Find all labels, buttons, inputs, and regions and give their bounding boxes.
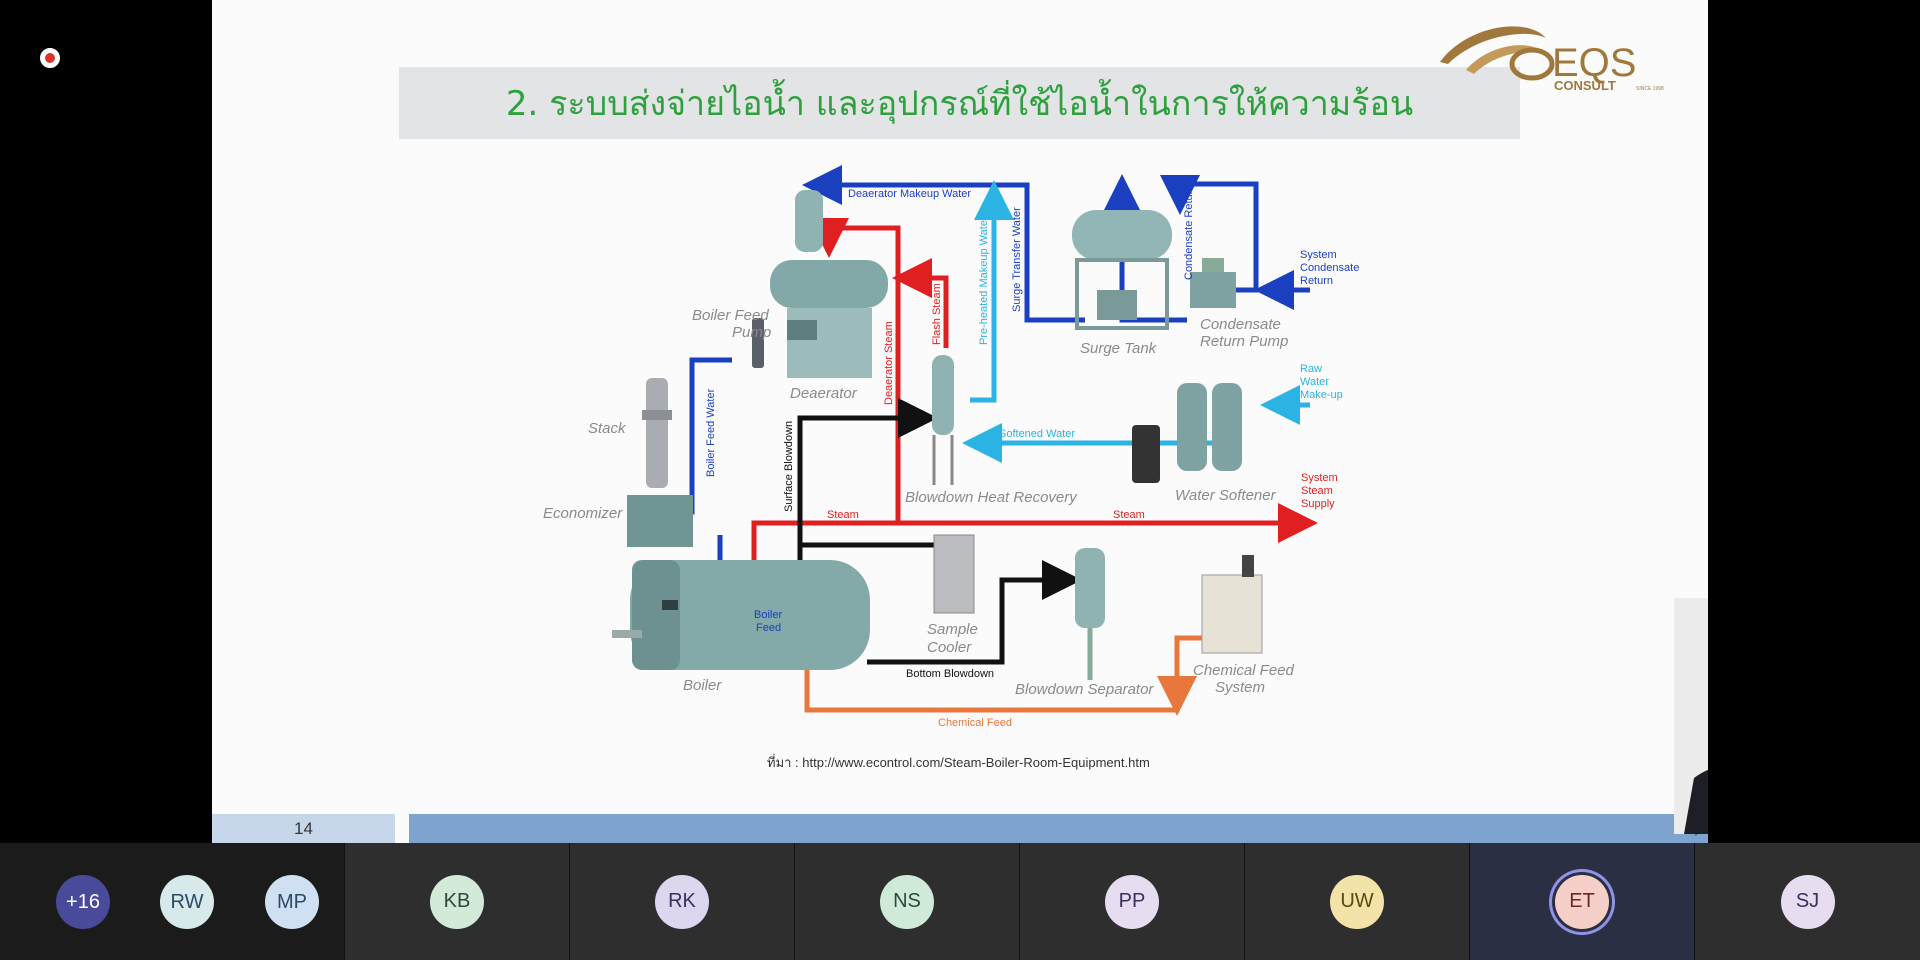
slide-source-citation: ที่มา : http://www.econtrol.com/Steam-Bo… xyxy=(767,755,1150,770)
shared-slide: 2. ระบบส่งจ่ายไอน้ำ และอุปกรณ์ที่ใช้ไอน้… xyxy=(212,0,1708,843)
svg-text:Boiler Feed Water: Boiler Feed Water xyxy=(705,388,717,477)
avatar-initials: +16 xyxy=(66,890,100,913)
svg-text:CONSULT: CONSULT xyxy=(1554,78,1616,93)
svg-text:Chemical Feed: Chemical Feed xyxy=(1193,662,1295,679)
recording-indicator-icon xyxy=(40,48,60,68)
participant-avatar: PP xyxy=(1105,874,1159,929)
svg-text:Steam: Steam xyxy=(1113,509,1145,521)
svg-text:Raw: Raw xyxy=(1300,363,1322,375)
slide-title-band: 2. ระบบส่งจ่ายไอน้ำ และอุปกรณ์ที่ใช้ไอน้… xyxy=(399,67,1520,139)
chemical-feed-system-equipment xyxy=(1201,555,1263,654)
avatar-initials: RK xyxy=(668,890,696,912)
participant-strip: +16 RW MP KB RK NS PP UW ET SJ xyxy=(0,843,1920,960)
svg-text:Boiler: Boiler xyxy=(754,609,782,621)
participant-avatar[interactable]: RW xyxy=(160,875,214,929)
svg-text:Water Softener: Water Softener xyxy=(1175,487,1277,504)
svg-text:Steam: Steam xyxy=(1301,485,1333,497)
svg-text:Water: Water xyxy=(1300,376,1329,388)
participant-group-tile[interactable]: +16 RW MP xyxy=(0,843,344,960)
svg-text:Surface Blowdown: Surface Blowdown xyxy=(783,421,795,512)
steam-system-diagram: Boiler Feed Pump Deaerator Stack Economi… xyxy=(543,165,1359,729)
svg-text:Economizer: Economizer xyxy=(543,505,623,522)
avatar-initials: RW xyxy=(170,890,204,913)
participant-tile[interactable]: NS xyxy=(795,843,1019,960)
avatar-initials: MP xyxy=(277,890,307,913)
participant-tile[interactable]: SJ xyxy=(1695,843,1920,960)
svg-text:Flash Steam: Flash Steam xyxy=(931,283,943,345)
participant-tile[interactable]: KB xyxy=(345,843,569,960)
svg-text:Stack: Stack xyxy=(588,420,627,437)
boiler-equipment xyxy=(612,560,870,670)
blowdown-heat-recovery-equipment xyxy=(932,355,954,485)
participant-avatar: KB xyxy=(430,874,484,929)
svg-text:Condensate: Condensate xyxy=(1300,262,1359,274)
svg-text:Bottom Blowdown: Bottom Blowdown xyxy=(906,668,994,680)
avatar-initials: UW xyxy=(1340,890,1374,912)
slide-footer-bar: ...1) xyxy=(409,814,1708,843)
participant-avatar: RK xyxy=(655,874,709,929)
participant-avatar: SJ xyxy=(1780,874,1835,929)
svg-text:Pump: Pump xyxy=(732,324,771,341)
stack-equipment xyxy=(642,378,672,488)
svg-text:Softened Water: Softened Water xyxy=(999,428,1075,440)
svg-text:Return: Return xyxy=(1300,275,1333,287)
svg-text:Sample: Sample xyxy=(927,621,978,638)
svg-text:Chemical Feed: Chemical Feed xyxy=(938,717,1012,729)
svg-text:Blowdown Heat Recovery: Blowdown Heat Recovery xyxy=(905,489,1078,506)
avatar-initials: NS xyxy=(893,890,921,912)
svg-text:Surge Tank: Surge Tank xyxy=(1080,340,1158,357)
water-softener-equipment xyxy=(1132,383,1242,483)
sample-cooler-equipment xyxy=(933,534,975,614)
svg-text:Boiler: Boiler xyxy=(683,677,722,694)
surge-tank-equipment xyxy=(1072,210,1172,330)
svg-text:Deaerator Steam: Deaerator Steam xyxy=(883,321,895,405)
participant-tile[interactable]: PP xyxy=(1020,843,1244,960)
svg-text:Return Pump: Return Pump xyxy=(1200,333,1288,350)
avatar-initials: SJ xyxy=(1795,890,1820,912)
svg-text:Deaerator Makeup Water: Deaerator Makeup Water xyxy=(848,188,971,200)
flow-labels: Deaerator Makeup Water Surge Transfer Wa… xyxy=(705,185,1359,729)
participant-tile-active-speaker[interactable]: ET xyxy=(1470,843,1694,960)
svg-text:Boiler Feed: Boiler Feed xyxy=(692,307,769,324)
condensate-return-pump-equipment xyxy=(1190,258,1236,308)
blowdown-separator-equipment xyxy=(1075,548,1105,680)
svg-text:Steam: Steam xyxy=(827,509,859,521)
boiler-feed-pump-equipment xyxy=(752,318,764,368)
avatar-initials: PP xyxy=(1118,890,1146,912)
slide-title: 2. ระบบส่งจ่ายไอน้ำ และอุปกรณ์ที่ใช้ไอน้… xyxy=(505,84,1414,124)
svg-text:Surge Transfer Water: Surge Transfer Water xyxy=(1011,207,1023,312)
svg-text:Condensate Return: Condensate Return xyxy=(1183,185,1195,280)
eqs-logo: EQS CONSULT SINCE 1998 xyxy=(1440,26,1664,93)
avatar-initials: ET xyxy=(1569,890,1595,912)
participant-avatar: ET xyxy=(1555,874,1609,929)
svg-text:Pre-heated Makeup Water: Pre-heated Makeup Water xyxy=(978,216,990,345)
participant-avatar[interactable]: MP xyxy=(265,875,319,929)
avatar-initials: KB xyxy=(443,890,471,912)
svg-text:Feed: Feed xyxy=(756,622,781,634)
participant-tile[interactable]: RK xyxy=(570,843,794,960)
svg-text:System: System xyxy=(1215,679,1265,696)
presenter-avatar-icon xyxy=(1674,598,1708,834)
svg-text:Condensate: Condensate xyxy=(1200,316,1281,333)
economizer-equipment xyxy=(627,495,693,547)
svg-text:SINCE 1998: SINCE 1998 xyxy=(1636,86,1664,92)
deaerator-equipment xyxy=(770,190,888,378)
svg-text:Supply: Supply xyxy=(1301,498,1335,510)
svg-text:Make-up: Make-up xyxy=(1300,389,1343,401)
svg-text:Cooler: Cooler xyxy=(927,639,972,656)
participant-tile[interactable]: UW xyxy=(1245,843,1469,960)
more-participants-avatar[interactable]: +16 xyxy=(56,875,110,929)
svg-text:System: System xyxy=(1300,249,1337,261)
component-labels: Boiler Feed Pump Deaerator Stack Economi… xyxy=(543,307,1295,698)
svg-text:System: System xyxy=(1301,472,1338,484)
participant-avatar: NS xyxy=(880,874,934,929)
svg-text:EQS: EQS xyxy=(1552,41,1636,85)
presenter-video[interactable] xyxy=(1674,598,1708,834)
participant-avatar: UW xyxy=(1330,874,1384,929)
slide-page-number: 14 xyxy=(212,814,395,843)
svg-text:Deaerator: Deaerator xyxy=(790,385,858,402)
svg-text:Blowdown Separator: Blowdown Separator xyxy=(1015,681,1154,698)
